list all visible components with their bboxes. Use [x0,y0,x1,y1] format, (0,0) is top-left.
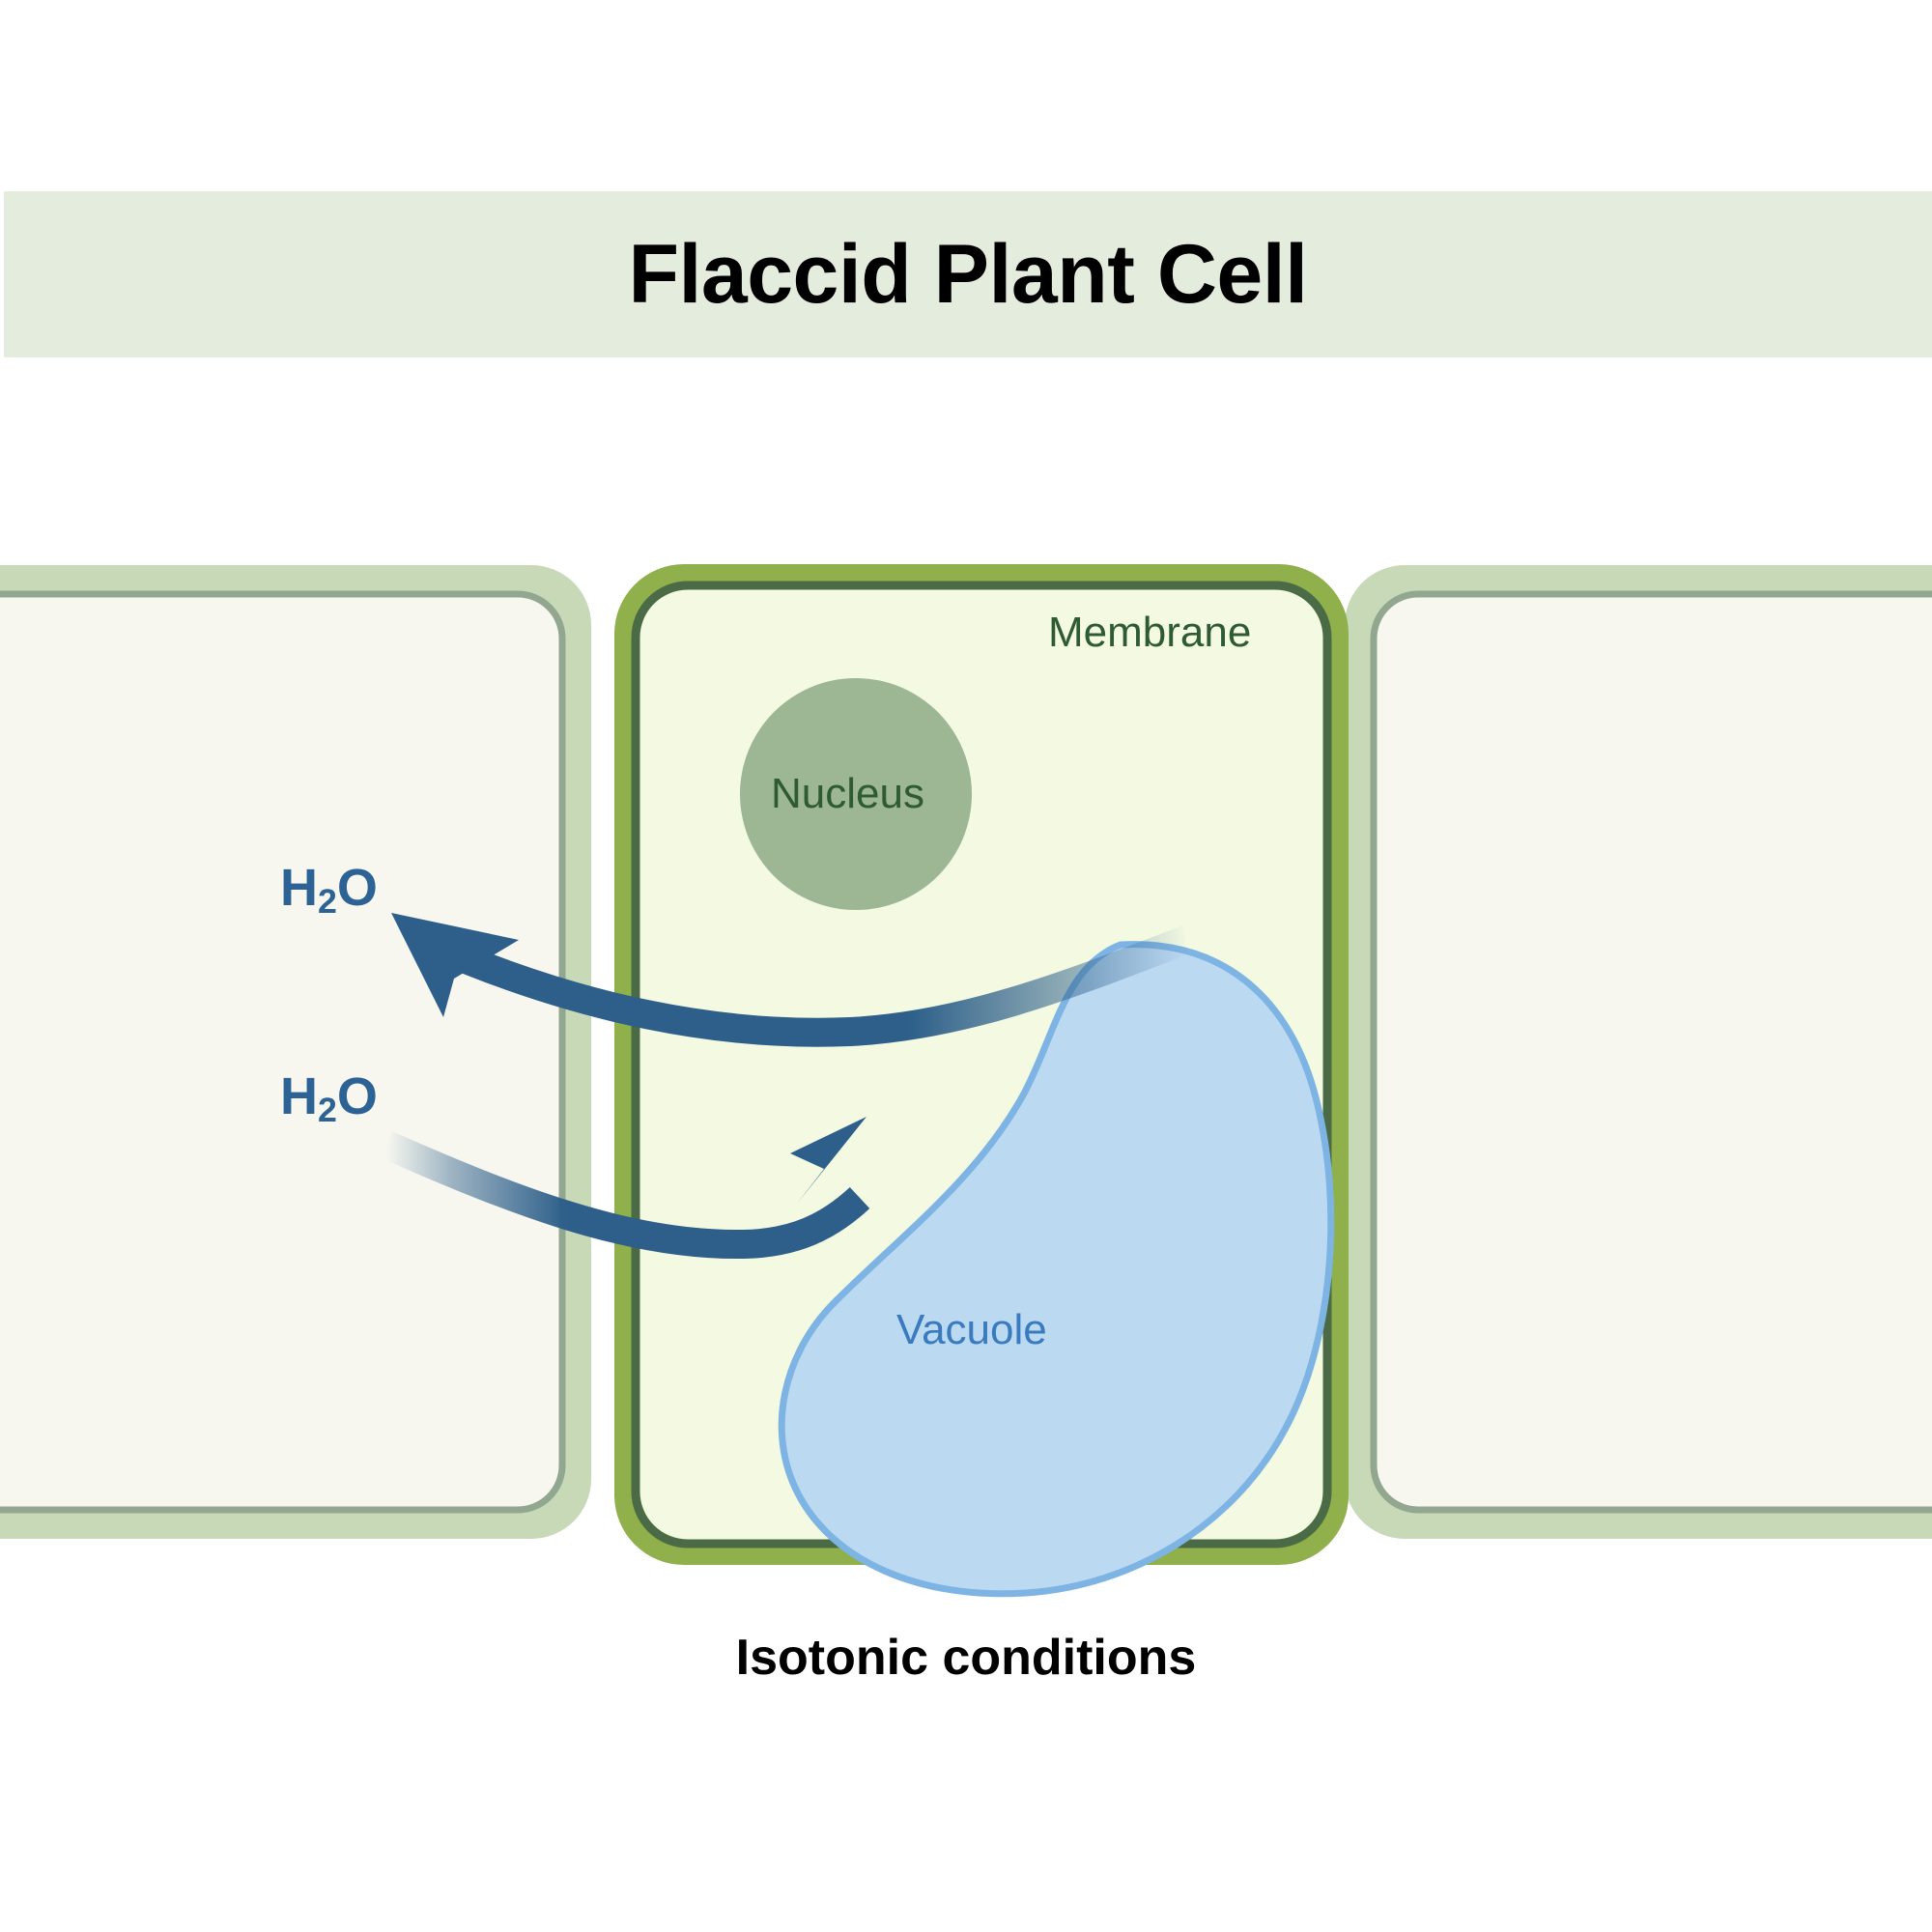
water-influx-arrow [380,1117,870,1260]
water-influx-subscript: 2 [318,1090,337,1129]
water-influx-suffix: O [336,1067,378,1125]
influx-arrowhead [790,1117,867,1204]
nucleus [740,678,972,910]
water-efflux-arrow [391,913,1194,1047]
efflux-arrowhead [391,913,519,1017]
right-neighbor-cell [1345,565,1932,1539]
water-influx-label: H2O [280,1067,378,1127]
condition-caption: Isotonic conditions [735,1630,1197,1686]
water-efflux-formula: H [280,859,318,917]
water-influx-formula: H [280,1067,318,1125]
left-neighbor-cytoplasm [0,590,566,1514]
water-efflux-suffix: O [336,859,378,917]
water-efflux-label: H2O [280,859,378,919]
right-neighbor-cytoplasm [1370,590,1932,1514]
vacuole [778,941,1335,1598]
left-neighbor-cell [0,565,591,1539]
water-efflux-subscript: 2 [318,881,337,921]
vacuole-label: Vacuole [896,1306,1047,1353]
title-banner: Flaccid Plant Cell [4,191,1932,357]
page-title: Flaccid Plant Cell [628,228,1308,321]
membrane-label: Membrane [1048,609,1252,656]
nucleus-label: Nucleus [771,770,924,817]
